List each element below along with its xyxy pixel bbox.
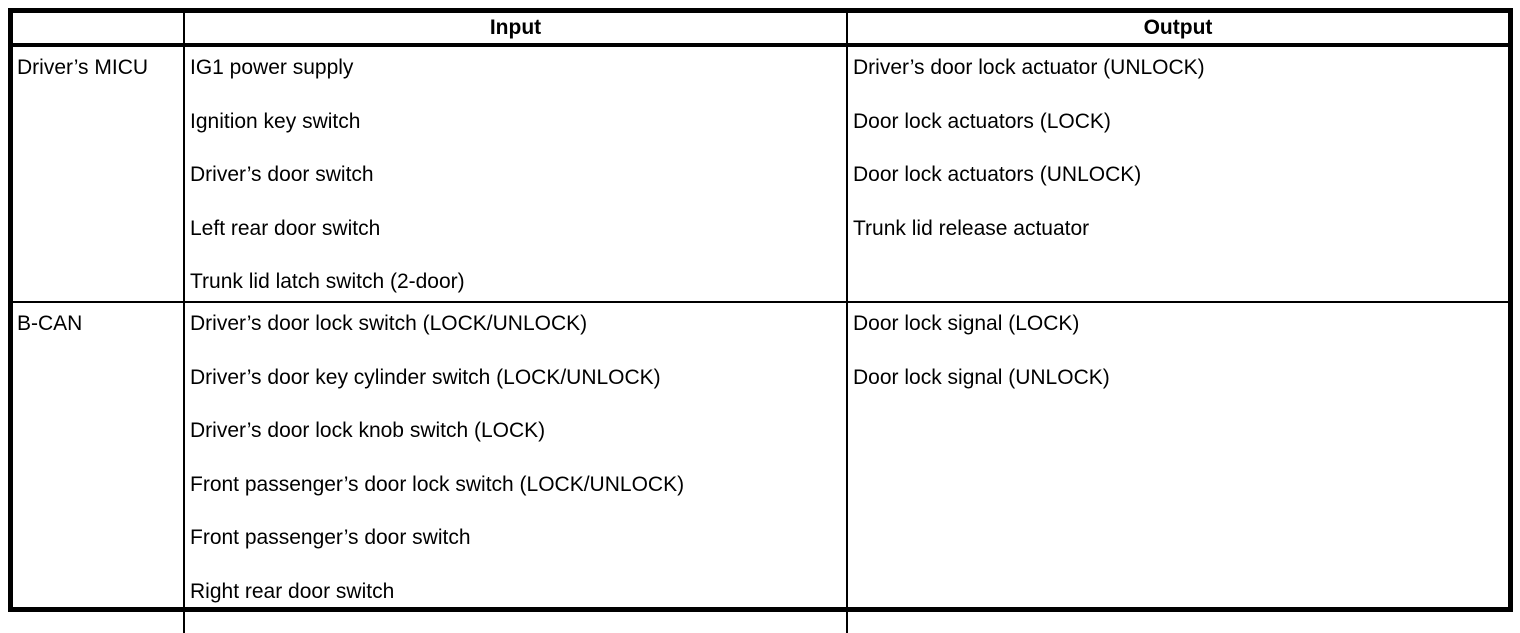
input-column-header: Input xyxy=(489,16,542,39)
output-item: Door lock signal (LOCK) xyxy=(853,312,1080,335)
input-item: Trunk lid latch switch (2-door) xyxy=(190,270,465,294)
table-row-drivers-micu: Driver’s MICU IG1 power supply Ignition … xyxy=(13,47,1508,303)
output-item: Door lock signal (UNLOCK) xyxy=(853,365,1110,389)
input-cell-drivers-micu: IG1 power supply Ignition key switch Dri… xyxy=(185,47,848,301)
output-item: Trunk lid release actuator xyxy=(853,216,1090,240)
input-item: Driver’s door key cylinder switch (LOCK/… xyxy=(190,365,661,389)
row-label: B-CAN xyxy=(17,312,83,335)
row-label-cell-drivers-micu: Driver’s MICU xyxy=(13,47,185,301)
input-item: Left rear door switch xyxy=(190,216,381,240)
input-item: Driver’s door switch xyxy=(190,163,374,187)
input-item: Ignition key switch xyxy=(190,109,361,133)
row-label: Driver’s MICU xyxy=(17,56,149,79)
output-item: Door lock actuators (UNLOCK) xyxy=(853,163,1142,187)
input-item: IG1 power supply xyxy=(190,56,354,79)
output-item: Driver’s door lock actuator (UNLOCK) xyxy=(853,56,1205,79)
input-item: Driver’s door lock switch (LOCK/UNLOCK) xyxy=(190,312,588,335)
header-cell-input: Input xyxy=(185,13,848,43)
input-cell-bcan: Driver’s door lock switch (LOCK/UNLOCK) … xyxy=(185,303,848,633)
row-label-cell-bcan: B-CAN xyxy=(13,303,185,633)
header-cell-blank xyxy=(13,13,185,43)
micu-input-output-table: Input Output Driver’s MICU IG1 power sup… xyxy=(8,8,1513,633)
table-row-bcan: B-CAN Driver’s door lock switch (LOCK/UN… xyxy=(13,303,1508,633)
output-column-header: Output xyxy=(1143,16,1213,39)
header-cell-output: Output xyxy=(848,13,1508,43)
input-item: Front passenger’s door lock switch (LOCK… xyxy=(190,472,685,496)
output-item: Door lock actuators (LOCK) xyxy=(853,109,1111,133)
table-header-row: Input Output xyxy=(13,13,1508,47)
output-cell-drivers-micu: Driver’s door lock actuator (UNLOCK) Doo… xyxy=(848,47,1508,301)
input-item: Right rear door switch xyxy=(190,579,395,603)
output-cell-bcan: Door lock signal (LOCK) Door lock signal… xyxy=(848,303,1508,633)
input-item: Front passenger’s door switch xyxy=(190,526,471,550)
input-item: Driver’s door lock knob switch (LOCK) xyxy=(190,419,546,443)
